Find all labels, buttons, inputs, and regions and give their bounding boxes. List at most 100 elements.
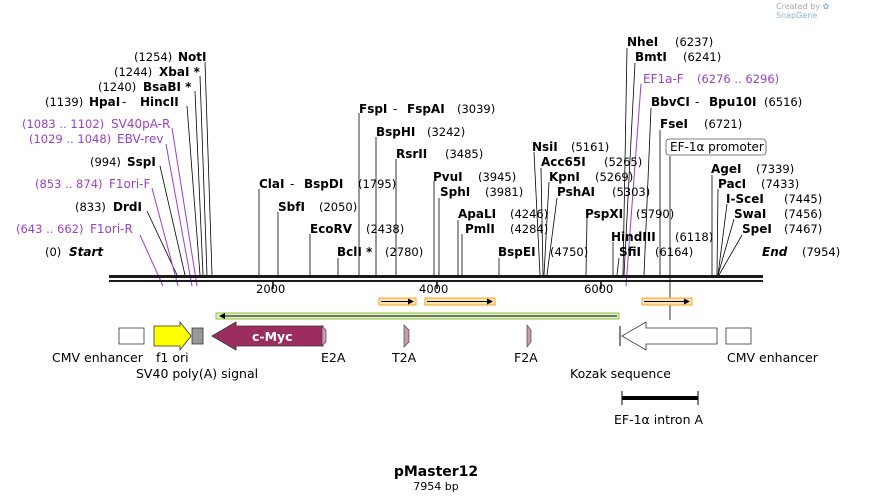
orf-arrows — [215, 297, 693, 320]
site-pos: (6164) — [655, 245, 693, 259]
site-pos: (3945) — [478, 170, 516, 184]
cmv-enhancer-right-shape — [725, 327, 752, 345]
site-name: DrdI — [113, 200, 142, 214]
cmv-enhancer-left-shape — [118, 327, 145, 345]
f1-ori-shape — [153, 320, 192, 352]
site-name: SwaI — [734, 207, 766, 221]
site-pos: (6721) — [704, 117, 742, 131]
site-sep: - — [393, 102, 397, 116]
site-pos: (2050) — [319, 200, 357, 214]
site-name: I-SceI — [726, 192, 764, 206]
site-pos: (7467) — [784, 222, 822, 236]
f1-ori-label: f1 ori — [156, 350, 189, 365]
site-leader-lines — [146, 47, 743, 320]
site-name: SpeI — [742, 222, 772, 236]
promoter-callout: EF-1α promoter — [665, 138, 767, 156]
e2a-label: E2A — [321, 350, 346, 365]
site-name: Acc65I — [541, 155, 586, 169]
kozak-label: Kozak sequence — [570, 366, 671, 381]
site-name: HpaI — [89, 95, 120, 109]
ruler-tick-2000: 2000 — [256, 282, 285, 296]
site-sep: - — [290, 177, 294, 191]
site-name: BsaBI * — [143, 80, 192, 94]
sv40-polya-shape — [191, 327, 204, 345]
site-name: BspHI — [376, 125, 415, 139]
site-name: BbvCI — [651, 95, 690, 109]
site-pos: (6516) — [764, 95, 802, 109]
site-pos: (3039) — [457, 102, 495, 116]
start-position: (0) — [45, 245, 61, 259]
site-pos: (6118) — [675, 230, 713, 244]
site-pos: (5161) — [571, 140, 609, 154]
site-pos: (4246) — [510, 207, 548, 221]
cmyc-label: c-Myc — [252, 329, 293, 344]
site-name: AgeI — [711, 162, 741, 176]
end-label: End — [762, 245, 788, 259]
intron-label: EF-1α intron A — [614, 412, 703, 427]
site-pos: (5790) — [636, 207, 674, 221]
site-pos: (833) — [75, 200, 106, 214]
primer-pos: (853 .. 874) — [35, 177, 103, 191]
end-position: (7954) — [802, 245, 840, 259]
ruler-tick-6000: 6000 — [584, 282, 613, 296]
site-pos: (1244) — [114, 65, 152, 79]
primer-pos: (1029 .. 1048) — [29, 132, 111, 146]
primer-name: F1ori-F — [109, 177, 150, 191]
site-pos: (6241) — [683, 50, 721, 64]
site-name: PspXI — [585, 207, 623, 221]
site-name: SbfI — [278, 200, 305, 214]
primer-pos: (1083 .. 1102) — [22, 117, 104, 131]
cmyc-shape — [211, 321, 324, 351]
site-name: XbaI * — [159, 65, 201, 79]
snapgene-credit: Created by ✿ SnapGene — [776, 2, 872, 20]
site-name: RsrII — [396, 147, 427, 161]
site-sep: - — [122, 95, 126, 109]
e2a-shape — [321, 325, 327, 347]
site-name: PmlI — [465, 222, 495, 236]
site-pos: (4750) — [550, 245, 588, 259]
site-name-2: BspDI — [304, 177, 343, 191]
primer-pos: (643 .. 662) — [16, 222, 84, 236]
backbone — [109, 275, 763, 289]
site-pos: (2438) — [366, 222, 404, 236]
site-pos: (3242) — [427, 125, 465, 139]
plasmid-length: 7954 bp — [413, 480, 458, 493]
site-pos: (7433) — [761, 177, 799, 191]
site-pos: (1240) — [98, 80, 136, 94]
site-pos: (1254) — [134, 50, 172, 64]
t2a-label: T2A — [391, 350, 417, 365]
site-name: HindIII — [611, 230, 656, 244]
primer-leader-lines — [139, 83, 642, 287]
sites-left: (1254) NotI (1244) XbaI * (1240) BsaBI *… — [16, 50, 207, 236]
promoter-label: EF-1α promoter — [670, 140, 764, 154]
snapgene-logo-icon: ✿ — [822, 2, 830, 11]
site-name: FspI — [359, 102, 387, 116]
site-name-2: Bpu10I — [709, 95, 756, 109]
credit-prefix: Created by — [776, 2, 821, 11]
site-pos: (1795) — [358, 177, 396, 191]
start-label: Start — [69, 245, 104, 259]
site-name: BspEI — [498, 245, 536, 259]
plasmid-name: pMaster12 — [394, 464, 478, 480]
sv40-polya-label: SV40 poly(A) signal — [136, 366, 258, 381]
site-name: SphI — [440, 185, 470, 199]
site-pos: (5269) — [595, 170, 633, 184]
site-pos: (6237) — [675, 35, 713, 49]
cmv-enhancer-left-label: CMV enhancer — [52, 350, 144, 365]
site-name: ClaI — [259, 177, 284, 191]
site-name-2: HincII — [140, 95, 179, 109]
cmv-enhancer-right-label: CMV enhancer — [727, 350, 819, 365]
site-name: PshAI — [557, 185, 595, 199]
primer-name: F1ori-R — [90, 222, 133, 236]
ruler-tick-4000: 4000 — [419, 282, 448, 296]
site-pos: (5303) — [612, 185, 650, 199]
site-pos: (4284) — [510, 222, 548, 236]
t2a-shape — [403, 324, 410, 348]
primer-name: EF1a-F — [643, 72, 684, 86]
site-pos: (994) — [90, 155, 121, 169]
site-name: BmtI — [635, 50, 667, 64]
site-name: ApaLI — [458, 207, 496, 221]
features: c-Myc CMV enhancer f1 ori SV40 poly(A) s… — [52, 320, 819, 381]
site-name-2: FspAI — [407, 102, 445, 116]
site-name: NheI — [627, 35, 658, 49]
